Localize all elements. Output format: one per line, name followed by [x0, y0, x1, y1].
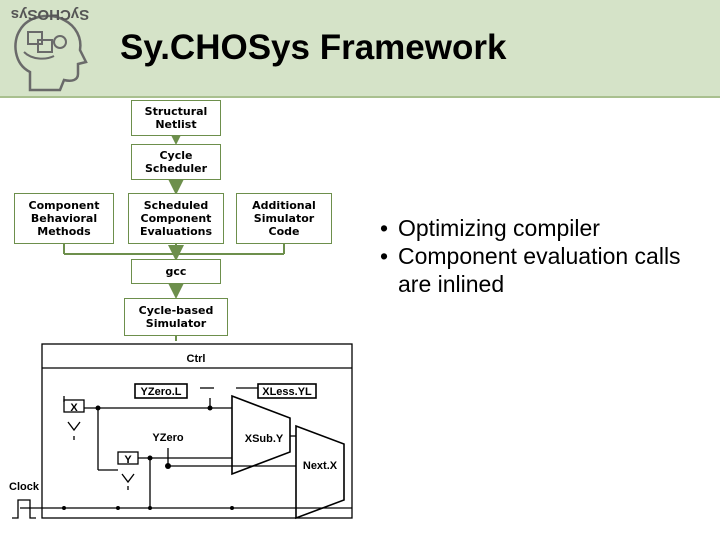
bullet-text: Optimizing compiler	[398, 215, 600, 241]
cycle-scheduler-box: Cycle Scheduler	[131, 144, 221, 180]
component-behavioral-methods-box: Component Behavioral Methods	[14, 193, 114, 244]
additional-simulator-code-box: Additional Simulator Code	[236, 193, 332, 244]
logo: SyCHOSys	[2, 2, 98, 94]
bullet-dot-icon: •	[380, 215, 389, 241]
header-divider	[0, 96, 720, 98]
gcc-box: gcc	[131, 259, 221, 284]
page-title: Sy.CHOSys Framework	[120, 28, 507, 67]
yzerol-label: YZero.L	[141, 386, 182, 398]
structural-netlist-box: Structural Netlist	[131, 100, 221, 136]
header-band	[0, 0, 720, 96]
bullet-item: • Optimizing compiler	[380, 214, 710, 242]
nextx-label: Next.X	[303, 460, 338, 472]
head-logo-icon: SyCHOSys	[11, 6, 89, 92]
y-label: Y	[124, 454, 132, 466]
xlessyl-label: XLess.YL	[262, 386, 312, 398]
logo-text: SyCHOSys	[11, 6, 89, 23]
yzero-label: YZero	[152, 432, 183, 444]
x-label: X	[70, 402, 78, 414]
circuit-schematic: Ctrl YZero.L XLess.YL X YZero XSub.Y Y N…	[9, 343, 353, 520]
clock-label: Clock	[9, 481, 40, 493]
bullet-list: • Optimizing compiler • Component evalua…	[380, 214, 710, 298]
xsuby-label: XSub.Y	[245, 433, 284, 445]
scheduled-component-evaluations-box: Scheduled Component Evaluations	[128, 193, 224, 244]
ctrl-label: Ctrl	[187, 353, 206, 365]
bullet-dot-icon: •	[380, 243, 389, 269]
cycle-based-simulator-box: Cycle-based Simulator	[124, 298, 228, 336]
bullet-item: • Component evaluation calls are inlined	[380, 242, 710, 298]
bullet-text: Component evaluation calls are inlined	[398, 243, 681, 297]
